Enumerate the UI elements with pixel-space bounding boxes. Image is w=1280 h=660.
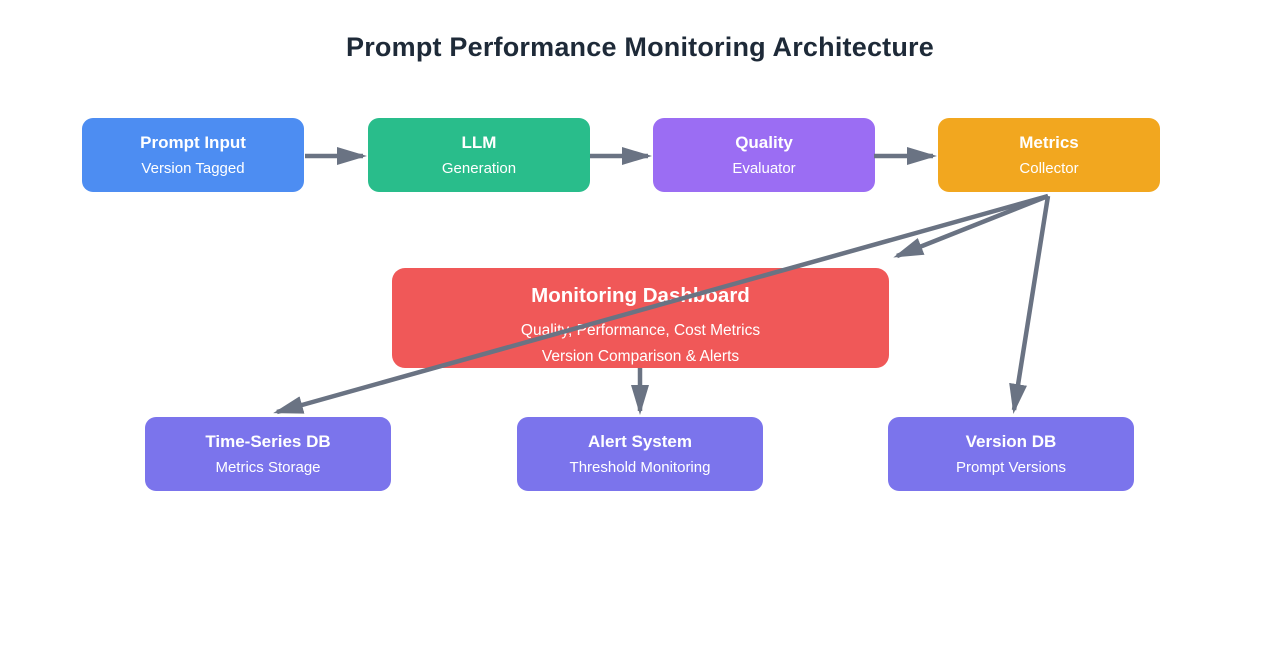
- node-subtitle: Version Tagged: [141, 159, 245, 177]
- node-title: Metrics: [1019, 132, 1079, 152]
- node-quality-evaluator: Quality Evaluator: [653, 118, 875, 192]
- node-subtitle: Generation: [441, 159, 517, 177]
- node-subtitle: Collector: [1019, 159, 1079, 177]
- node-title: Prompt Input: [140, 132, 246, 152]
- node-subtitle: Prompt Versions: [955, 458, 1067, 476]
- node-title: Version DB: [965, 431, 1057, 451]
- node-title: LLM: [461, 132, 497, 152]
- node-llm: LLM Generation: [368, 118, 590, 192]
- edge-metrics-to-dashboard: [893, 193, 1049, 259]
- node-subtitle-line2: Version Comparison & Alerts: [541, 348, 740, 365]
- node-version-db: Version DB Prompt Versions: [888, 417, 1134, 491]
- edge-metrics-to-version-db: [1009, 195, 1051, 414]
- node-subtitle: Evaluator: [732, 159, 796, 177]
- node-prompt-input: Prompt Input Version Tagged: [82, 118, 304, 192]
- node-subtitle: Threshold Monitoring: [569, 458, 711, 476]
- node-alert-system: Alert System Threshold Monitoring: [517, 417, 763, 491]
- page-title: Prompt Performance Monitoring Architectu…: [346, 32, 934, 62]
- node-title: Quality: [735, 132, 793, 152]
- node-subtitle-line1: Quality, Performance, Cost Metrics: [520, 322, 761, 339]
- node-title: Time-Series DB: [205, 431, 331, 451]
- node-title: Monitoring Dashboard: [531, 284, 750, 307]
- node-monitoring-dashboard: Monitoring Dashboard Quality, Performanc…: [392, 268, 889, 368]
- node-time-series-db: Time-Series DB Metrics Storage: [145, 417, 391, 491]
- node-title: Alert System: [588, 431, 692, 451]
- node-metrics-collector: Metrics Collector: [938, 118, 1160, 192]
- node-subtitle: Metrics Storage: [215, 458, 321, 476]
